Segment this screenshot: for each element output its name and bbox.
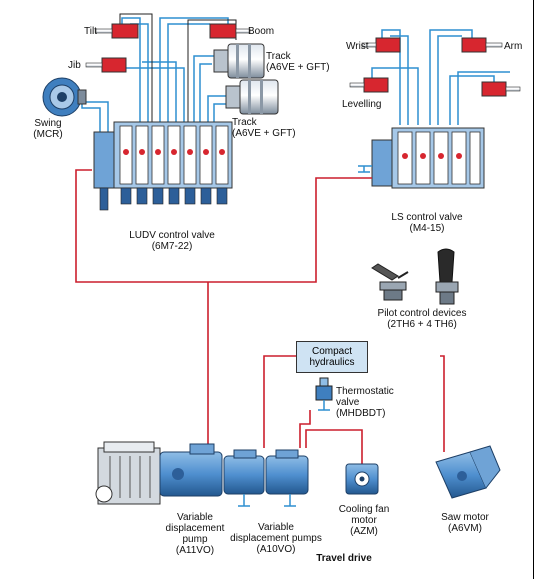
label-cooling-fan-line2: motor	[351, 515, 377, 526]
label-thermostatic: Thermostatic valve (MHDBDT)	[336, 386, 394, 419]
label-pump-a10vo-line1: Variable	[258, 522, 294, 533]
label-thermostatic-line2: valve	[336, 397, 360, 408]
pump-a11vo	[159, 443, 223, 497]
thermostatic-valve	[315, 377, 333, 411]
swing-motor	[42, 77, 87, 117]
label-track-lower: Track (A6VE + GFT)	[232, 117, 296, 139]
label-track-upper-line1: Track	[266, 51, 291, 62]
extra-cylinder-right	[481, 81, 521, 97]
label-cooling-fan: Cooling fan motor (AZM)	[336, 504, 392, 537]
label-cooling-fan-line3: (AZM)	[350, 526, 378, 537]
label-ludv-line2: (6M7-22)	[151, 241, 193, 252]
pilot-control-devices	[371, 248, 459, 305]
label-swing-line2: (MCR)	[33, 129, 63, 140]
ludv-valve-block	[93, 121, 233, 211]
tilt-cylinder	[95, 23, 139, 39]
label-saw-motor-line2: (A6VM)	[448, 523, 482, 534]
label-thermostatic-line3: (MHDBDT)	[336, 408, 386, 419]
ls-valve-block	[358, 127, 485, 189]
label-track-lower-line2: (A6VE + GFT)	[232, 128, 296, 139]
label-saw-motor: Saw motor (A6VM)	[434, 512, 496, 534]
label-pilot: Pilot control devices (2TH6 + 4 TH6)	[362, 308, 482, 330]
label-boom: Boom	[248, 26, 275, 37]
label-track-upper: Track (A6VE + GFT)	[266, 51, 330, 73]
track-motor-upper	[213, 43, 265, 79]
label-pump-a10vo-line3: (A10VO)	[256, 544, 296, 555]
engine	[95, 441, 161, 505]
label-pump-a11vo-line4: (A11VO)	[175, 545, 215, 556]
label-pilot-line2: (2TH6 + 4 TH6)	[387, 319, 457, 330]
label-cooling-fan-line1: Cooling fan	[338, 504, 390, 515]
label-thermostatic-line1: Thermostatic	[336, 386, 394, 397]
label-pump-a11vo-line3: pump	[182, 534, 208, 545]
label-pump-a10vo-line2: displacement pumps	[230, 533, 322, 544]
compact-hydraulics-box: Compact hydraulics	[296, 341, 368, 373]
pump-a10vo-2	[265, 449, 309, 507]
label-tilt: Tilt	[84, 26, 97, 37]
label-pump-a11vo-line2: displacement	[165, 523, 225, 534]
label-ls-line1: LS control valve	[391, 212, 463, 223]
label-travel-drive: Travel drive	[316, 553, 372, 564]
label-pilot-line1: Pilot control devices	[377, 308, 467, 319]
label-track-upper-line2: (A6VE + GFT)	[266, 62, 330, 73]
track-motor-lower	[225, 79, 279, 115]
wrist-cylinder	[361, 37, 401, 53]
cooling-fan-motor	[345, 463, 379, 495]
jib-cylinder	[85, 57, 127, 73]
label-levelling: Levelling	[342, 99, 382, 110]
label-swing-line1: Swing	[34, 118, 62, 129]
pilot-lines-left	[81, 17, 229, 135]
label-jib: Jib	[68, 60, 81, 71]
label-ls: LS control valve (M4-15)	[372, 212, 482, 234]
label-swing: Swing (MCR)	[30, 118, 66, 140]
label-wrist: Wrist	[346, 41, 369, 52]
pedal-device	[371, 263, 409, 301]
compact-hydraulics-line1: Compact	[311, 346, 352, 357]
pump-a10vo-1	[223, 449, 265, 507]
label-pump-a11vo: Variable displacement pump (A11VO)	[160, 512, 230, 556]
boom-cylinder	[209, 23, 251, 39]
label-ludv: LUDV control valve (6M7-22)	[112, 230, 232, 252]
arm-cylinder	[461, 37, 503, 53]
pilot-lines-right	[371, 29, 510, 125]
levelling-cylinder	[349, 77, 389, 93]
label-arm: Arm	[504, 41, 523, 52]
label-pump-a10vo: Variable displacement pumps (A10VO)	[226, 522, 326, 555]
label-pump-a11vo-line1: Variable	[177, 512, 213, 523]
label-ludv-line1: LUDV control valve	[129, 230, 215, 241]
saw-motor	[435, 445, 501, 499]
pressure-lines	[75, 169, 445, 466]
compact-hydraulics-line2: hydraulics	[309, 357, 355, 368]
label-track-lower-line1: Track	[232, 117, 257, 128]
label-saw-motor-line1: Saw motor	[441, 512, 489, 523]
joystick-device	[435, 248, 459, 305]
label-ls-line2: (M4-15)	[409, 223, 445, 234]
